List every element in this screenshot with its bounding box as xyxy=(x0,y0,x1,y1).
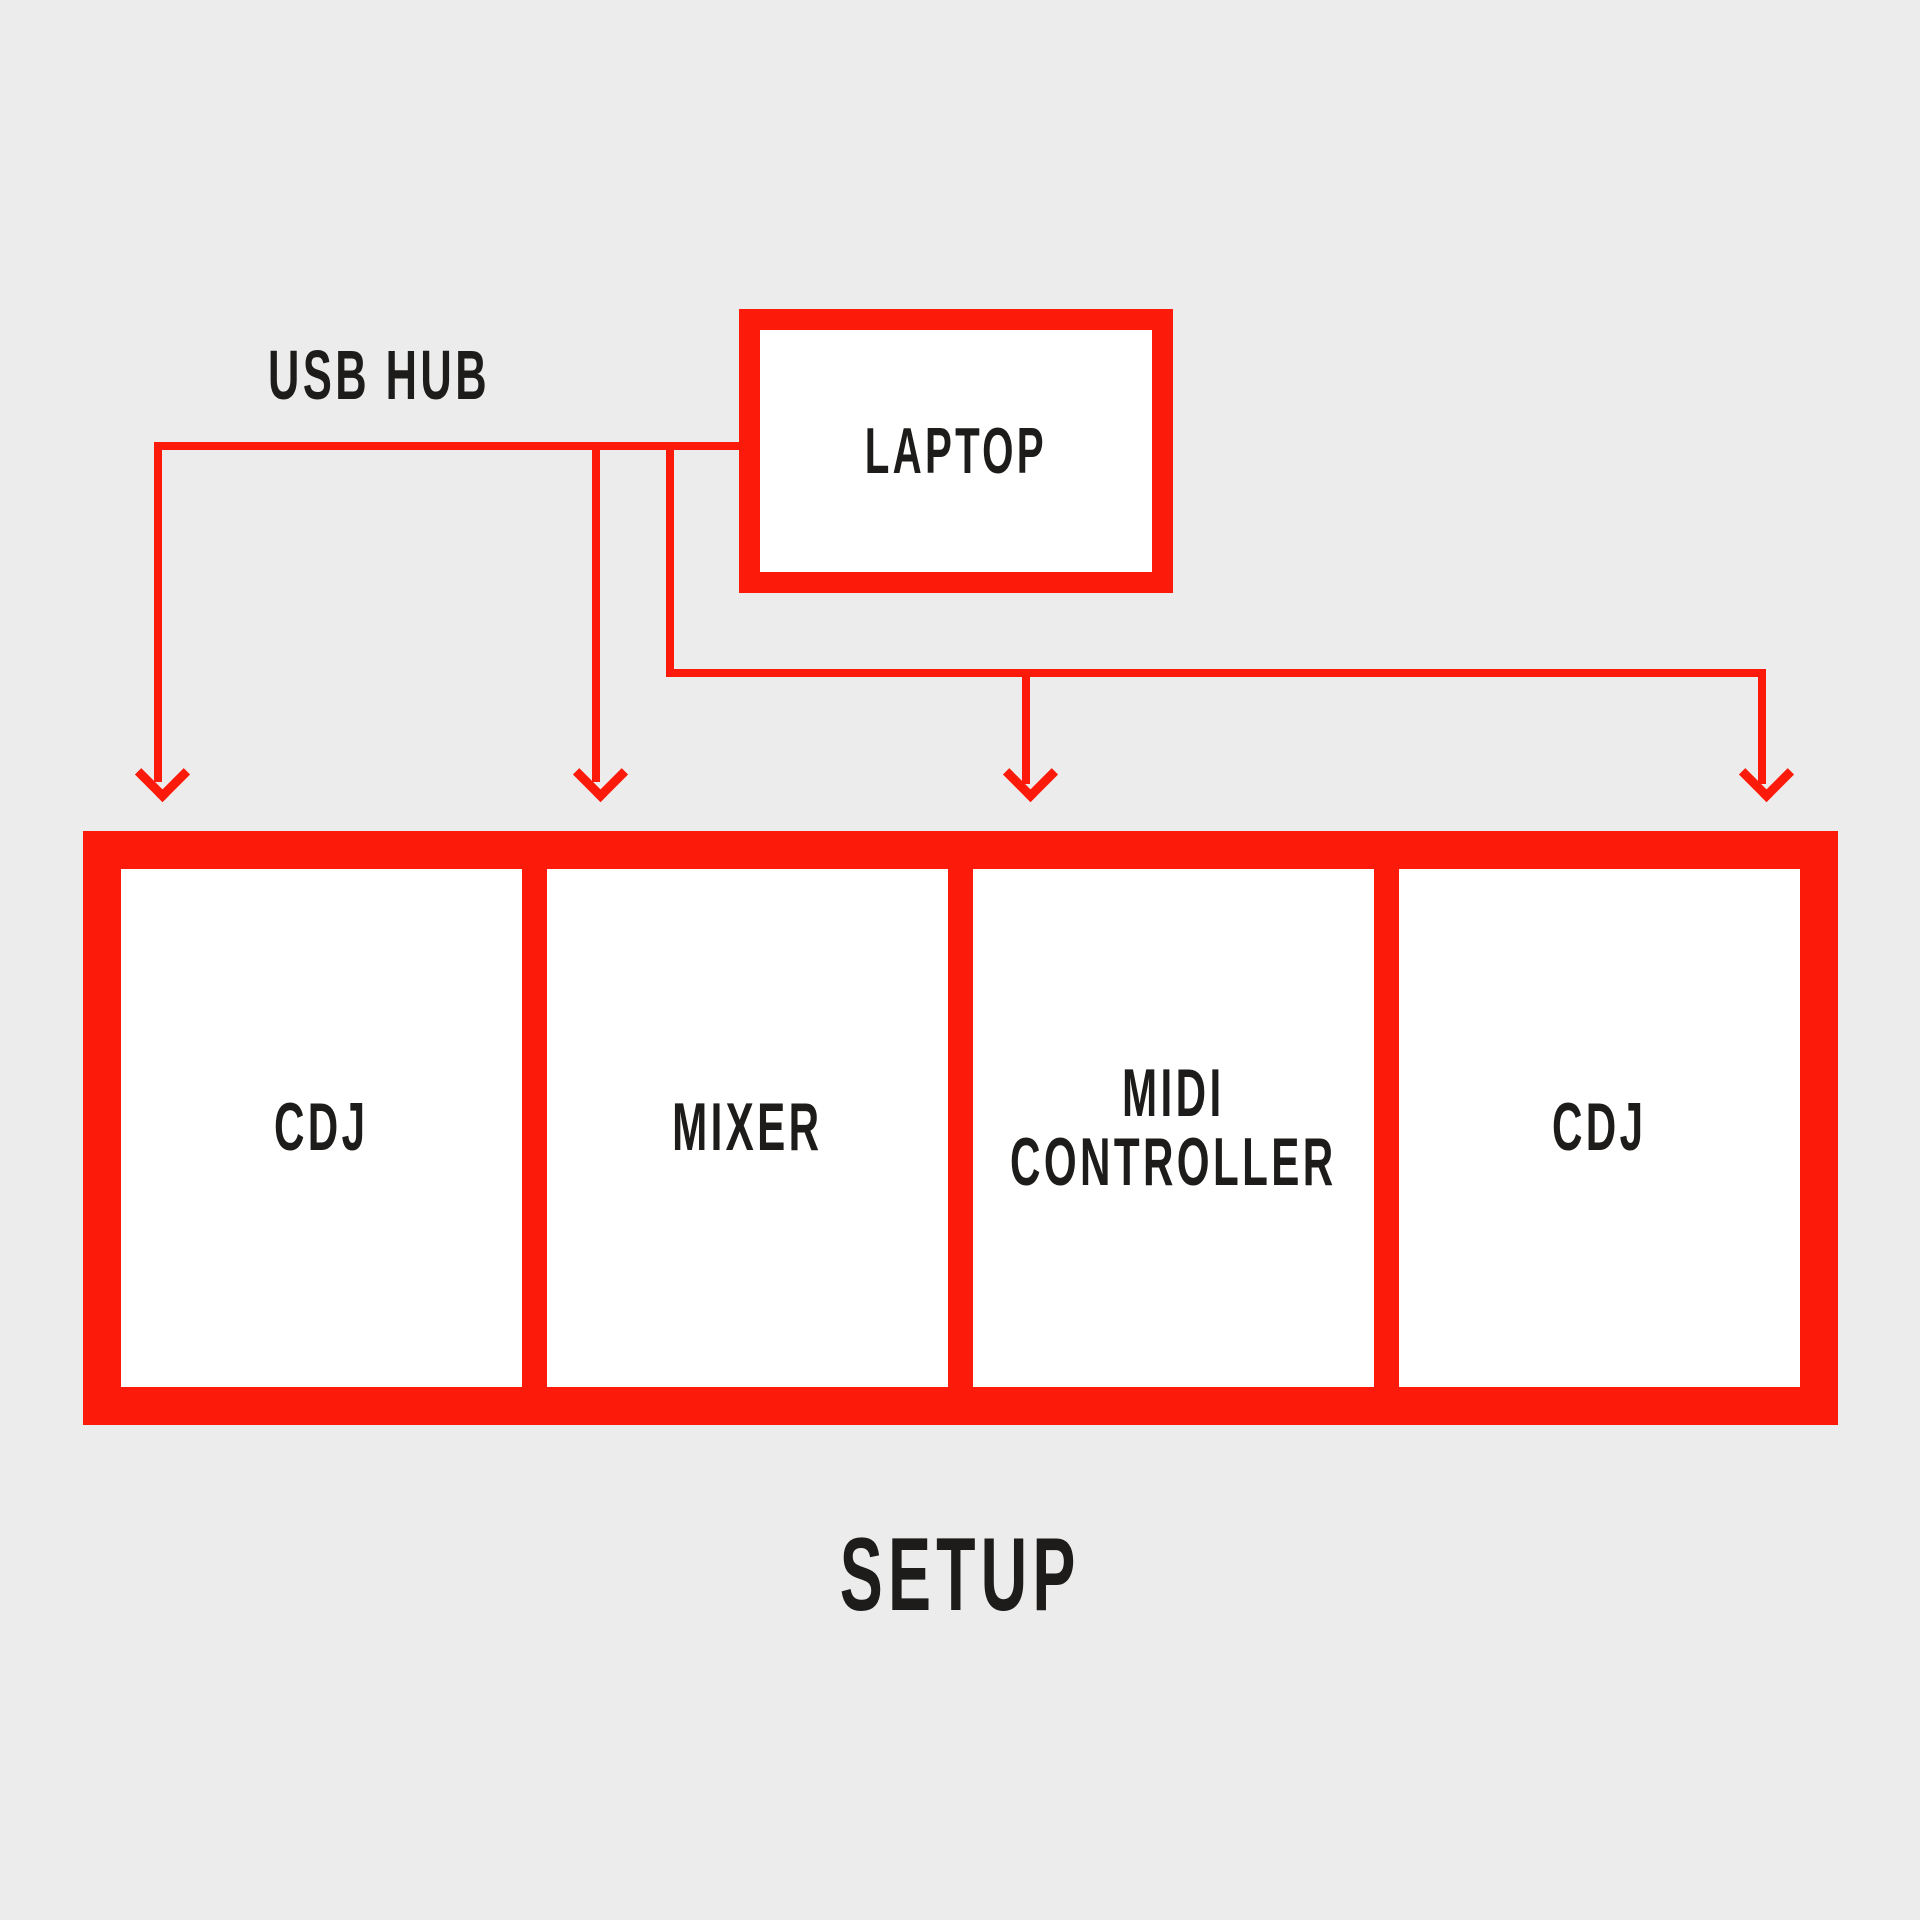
branch-drop-line xyxy=(666,442,674,677)
usb-hub-label: USB HUB xyxy=(179,336,579,415)
device-label: CDJ xyxy=(1552,1089,1647,1166)
device-cell-cdj-left: CDJ xyxy=(121,869,522,1387)
device-cell-mixer: MIXER xyxy=(547,869,948,1387)
laptop-label: LAPTOP xyxy=(864,413,1048,487)
diagram-title-text: SETUP xyxy=(839,1516,1081,1633)
arrowhead-cdj-right xyxy=(1738,746,1795,803)
diagram-title: SETUP xyxy=(0,1520,1920,1630)
arrowhead-midi-controller xyxy=(1002,746,1059,803)
usb-hub-label-text: USB HUB xyxy=(267,336,491,415)
hub-trunk-line xyxy=(154,442,739,450)
drop-line-mixer xyxy=(592,442,600,782)
drop-line-midi-controller xyxy=(1022,669,1030,784)
laptop-box: LAPTOP xyxy=(739,309,1173,593)
setup-box: CDJ MIXER MIDI CONTROLLER CDJ xyxy=(83,831,1838,1425)
device-label: MIXER xyxy=(672,1089,823,1166)
drop-line-cdj-left xyxy=(154,442,162,782)
device-label: CDJ xyxy=(274,1089,369,1166)
lower-branch-line xyxy=(666,669,1766,677)
device-cell-midi-controller: MIDI CONTROLLER xyxy=(973,869,1374,1387)
device-cell-cdj-right: CDJ xyxy=(1399,869,1800,1387)
arrowhead-cdj-left xyxy=(134,746,191,803)
drop-line-cdj-right xyxy=(1758,669,1766,784)
device-label: MIDI CONTROLLER xyxy=(1010,1054,1337,1200)
arrowhead-mixer xyxy=(572,746,629,803)
